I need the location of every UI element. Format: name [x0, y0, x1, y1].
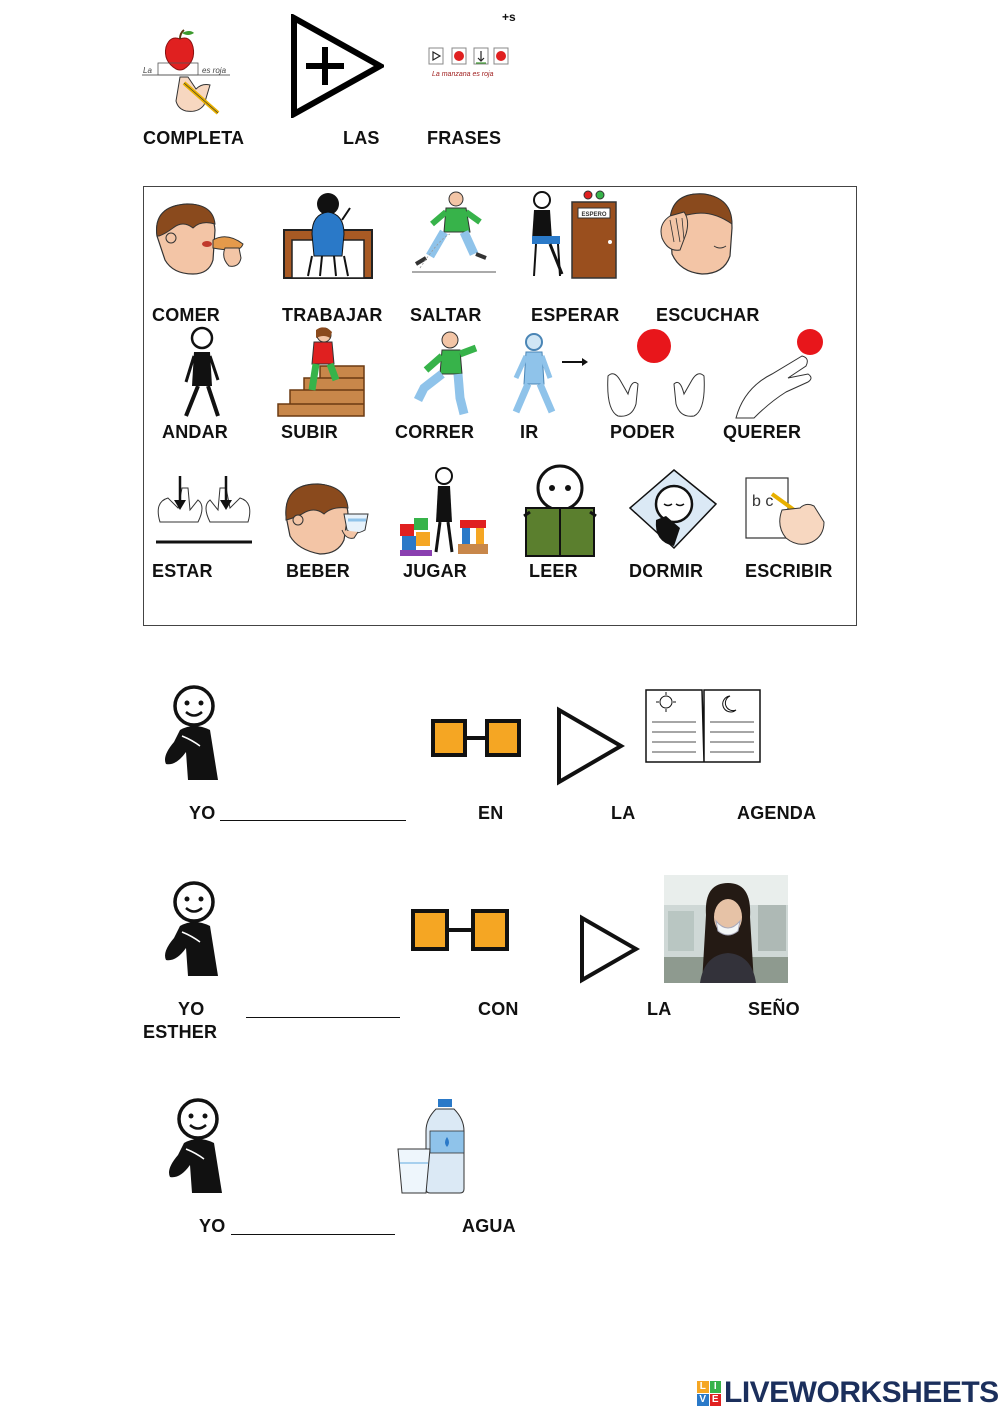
dormir-icon	[626, 466, 720, 554]
vocab-label-subir: SUBIR	[281, 422, 339, 442]
vocab-label-esperar: ESPERAR	[531, 305, 620, 325]
leer-icon	[522, 464, 598, 558]
escribir-icon: b c	[742, 476, 826, 552]
plural-sentence-icon: La manzana es roja +s	[426, 10, 522, 84]
svg-text:La: La	[143, 66, 152, 75]
sentence-writing-icon: La es roja	[140, 25, 232, 115]
beber-icon	[282, 480, 376, 558]
ir-icon	[508, 332, 588, 416]
vocab-label-beber: BEBER	[286, 561, 351, 581]
yo-person-icon	[166, 1097, 226, 1195]
plus-s-label: +s	[502, 10, 516, 24]
paper-letters: b c	[752, 493, 773, 510]
vocab-label-jugar: JUGAR	[403, 561, 468, 581]
watermark-text: LIVEWORKSHEETS	[724, 1376, 999, 1409]
sentence1-la: LA	[611, 803, 636, 823]
subir-icon	[276, 326, 366, 418]
vocab-label-poder: PODER	[610, 422, 676, 442]
yo-person-icon	[162, 880, 222, 978]
sentence2-seno: SEÑO	[748, 999, 800, 1019]
sentence1-en: EN	[478, 803, 504, 823]
saltar-icon	[410, 190, 498, 276]
logo-letter: V	[697, 1394, 709, 1406]
vocab-label-querer: QUERER	[723, 422, 802, 442]
agenda-book-icon	[644, 686, 762, 766]
logo-letter: E	[709, 1394, 721, 1406]
vocab-label-estar: ESTAR	[152, 561, 213, 581]
triangle-la-icon	[555, 706, 625, 786]
water-bottle-glass-icon	[396, 1097, 466, 1195]
vocab-label-leer: LEER	[529, 561, 578, 581]
yo-person-icon	[162, 684, 222, 782]
logo-letter: L	[697, 1381, 709, 1393]
vocab-label-escribir: ESCRIBIR	[745, 561, 833, 581]
sentence2-blank[interactable]	[246, 1017, 400, 1018]
liveworksheets-logo-icon: L I V E	[697, 1381, 721, 1406]
sentence1-yo: YO	[189, 803, 216, 823]
sentence2-esther: ESTHER	[143, 1022, 218, 1042]
liveworksheets-watermark: L I V E LIVEWORKSHEETS	[697, 1376, 999, 1410]
sentence3-blank[interactable]	[231, 1234, 395, 1235]
door-sign: ESPERO	[581, 212, 606, 218]
title-word-completa: COMPLETA	[143, 128, 245, 148]
sentence3-yo: YO	[199, 1216, 226, 1236]
sentence3-agua: AGUA	[462, 1216, 516, 1236]
vocab-label-dormir: DORMIR	[629, 561, 704, 581]
estar-icon	[154, 474, 254, 546]
svg-text:es roja: es roja	[202, 66, 227, 75]
glasses-icon-en	[430, 718, 522, 758]
plus-triangle-icon	[288, 14, 384, 118]
poder-icon	[606, 326, 706, 420]
correr-icon	[412, 330, 482, 420]
title-word-frases: FRASES	[427, 128, 502, 148]
escuchar-icon	[658, 190, 738, 278]
title-word-las: LAS	[343, 128, 380, 148]
seno-teacher-photo	[664, 875, 788, 983]
sentence1-blank[interactable]	[220, 820, 406, 821]
trabajar-icon	[282, 190, 378, 280]
sentence2-con: CON	[478, 999, 519, 1019]
logo-letter: I	[709, 1381, 721, 1393]
handwritten-sample: La manzana es roja	[432, 71, 494, 78]
vocab-label-saltar: SALTAR	[410, 305, 482, 325]
vocab-label-correr: CORRER	[395, 422, 475, 442]
sentence2-la: LA	[647, 999, 672, 1019]
glasses-icon-con	[410, 908, 510, 952]
vocabulary-box	[143, 186, 857, 626]
sentence2-yo: YO	[178, 999, 205, 1019]
vocab-label-comer: COMER	[152, 305, 220, 325]
esperar-icon: ESPERO	[528, 190, 620, 280]
comer-icon	[151, 196, 249, 276]
triangle-la-icon	[578, 914, 640, 984]
jugar-icon	[398, 466, 492, 556]
vocab-label-escuchar: ESCUCHAR	[656, 305, 760, 325]
andar-icon	[176, 326, 226, 420]
querer-icon	[734, 326, 826, 422]
vocab-label-trabajar: TRABAJAR	[282, 305, 383, 325]
sentence1-agenda: AGENDA	[737, 803, 817, 823]
vocab-label-ir: IR	[520, 422, 539, 442]
vocab-label-andar: ANDAR	[162, 422, 228, 442]
